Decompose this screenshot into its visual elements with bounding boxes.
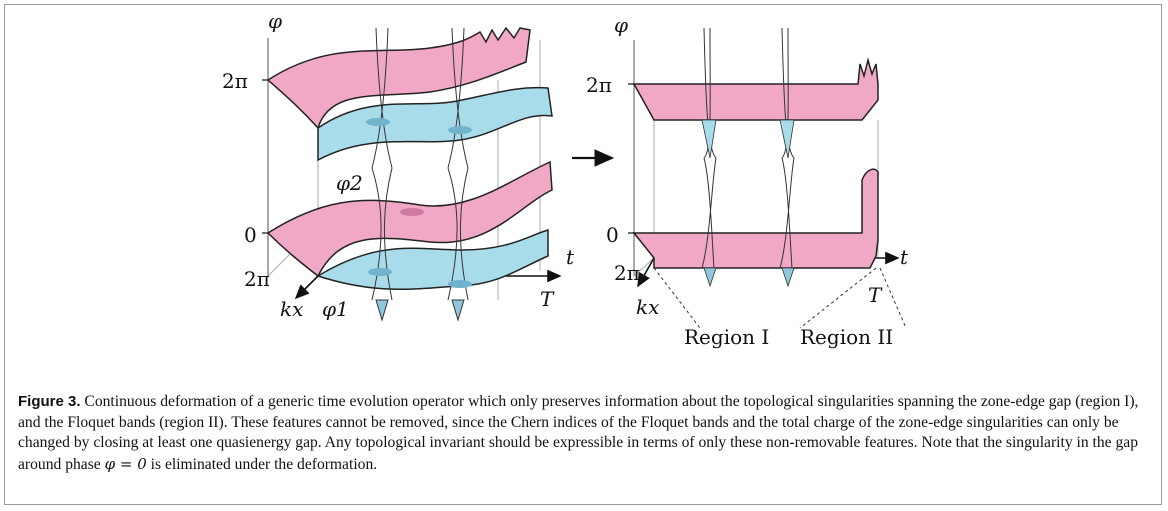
- left-upper-pink-band: [266, 26, 531, 130]
- region-2-label: Region II: [800, 325, 893, 349]
- figure-caption: Figure 3. Continuous deformation of a ge…: [18, 392, 1148, 475]
- right-cone-blue-2: [779, 119, 795, 159]
- right-singularities: [701, 27, 795, 269]
- right-tick-2pi-label: 2π: [586, 73, 612, 97]
- left-tick-2pi-label: 2π: [222, 69, 248, 93]
- right-tick-0-label: 0: [606, 223, 619, 247]
- left-phi-axis-label: φ: [268, 9, 282, 33]
- left-phi1-label: φ1: [322, 297, 349, 321]
- right-cone-tip-1: [703, 267, 717, 288]
- right-lower-pink-band: [632, 168, 879, 269]
- right-kx-axis: [637, 257, 655, 288]
- caption-math: φ = 0: [104, 454, 147, 473]
- figure-illustration: φ 2π 0 2π t T kx φ1 φ2: [222, 9, 909, 349]
- left-tick-2pi-bottom-label: 2π: [244, 267, 270, 291]
- right-panel: φ 2π 0 2π t T kx Region I Region II: [586, 13, 909, 349]
- caption-text-end: is eliminated under the deformation.: [146, 455, 378, 473]
- right-phi-axis-label: φ: [614, 13, 628, 37]
- left-upper-blue-band: [317, 86, 553, 162]
- left-node-5: [448, 280, 472, 288]
- left-node-2: [448, 126, 472, 134]
- left-panel: φ 2π 0 2π t T kx φ1 φ2: [222, 9, 575, 322]
- left-cone-tip-1: [375, 299, 389, 322]
- left-T-label: T: [540, 287, 555, 311]
- left-t-label: t: [566, 245, 575, 269]
- left-node-3: [400, 208, 424, 216]
- right-cone-blue-1: [701, 119, 717, 159]
- caption-label: Figure 3.: [18, 393, 81, 410]
- left-node-4: [368, 268, 392, 276]
- right-kx-label: kx: [636, 295, 659, 319]
- right-cone-tip-2: [781, 267, 795, 288]
- left-lower-pink-band: [266, 160, 553, 278]
- left-node-1: [366, 118, 390, 126]
- left-kx-label: kx: [280, 297, 303, 321]
- figure-frame: [4, 4, 1162, 505]
- left-phi2-label: φ2: [336, 171, 363, 195]
- right-upper-pink-band: [632, 57, 879, 121]
- right-tick-2pi-bottom-label: 2π: [614, 261, 640, 285]
- caption-text: Continuous deformation of a generic time…: [18, 393, 1139, 473]
- right-T-label: T: [868, 283, 883, 307]
- right-t-label: t: [900, 245, 909, 269]
- left-cone-tip-2: [451, 299, 465, 322]
- region-1-label: Region I: [684, 325, 769, 349]
- region-pointers: [653, 267, 907, 329]
- left-tick-0-label: 0: [244, 223, 257, 247]
- left-kx-axis: [294, 275, 319, 300]
